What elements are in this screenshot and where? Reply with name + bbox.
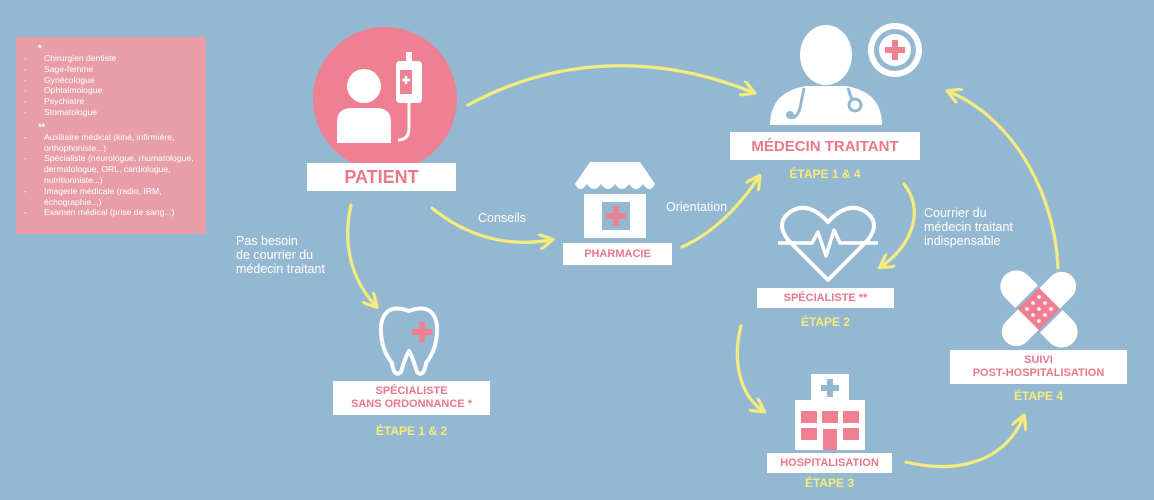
courrier-line: médecin traitant: [924, 220, 1013, 234]
suivi-line2: POST-HOSPITALISATION: [972, 367, 1105, 379]
suivi-label: SUIVI POST-HOSPITALISATION: [950, 350, 1127, 384]
arrow-patient-to-medecin: [466, 64, 752, 107]
doctor-icon: [770, 23, 922, 125]
legend-mark-double: **: [38, 121, 46, 132]
hospitalisation-etape: ÉTAPE 3: [804, 476, 855, 490]
legend-box: * Chirurgien dentiste Sage-femme Gynécol…: [16, 37, 206, 234]
medecin-etape: ÉTAPE 1 & 4: [789, 167, 861, 181]
edge-label-orientation: Orientation: [666, 200, 728, 214]
legend-item: Stomatologue: [24, 107, 198, 118]
specialiste-etape: ÉTAPE 2: [800, 315, 851, 329]
pas-besoin-line: Pas besoin: [236, 234, 298, 248]
arrow-patient-to-pharmacie: [430, 206, 550, 242]
edge-label-courrier: Courrier du médecin traitant indispensab…: [924, 206, 1013, 248]
arrow-specialiste-to-hospitalisation: [735, 324, 762, 410]
courrier-line: indispensable: [924, 234, 1001, 248]
legend-item: Chirurgien dentiste: [24, 53, 198, 64]
legend-item: Gynécologue: [24, 75, 198, 86]
suivi-line1: SUIVI: [1024, 354, 1053, 366]
arrow-pharmacie-to-medecin: [680, 178, 758, 249]
legend-item: Sage-femme: [24, 64, 198, 75]
legend-item: Imagerie médicale (radio, IRM, échograph…: [24, 186, 198, 208]
sans-ordonnance-etape: ÉTAPE 1 & 2: [375, 424, 448, 438]
legend-item: Ophtalmologue: [24, 85, 198, 96]
patient-iv-icon: [313, 27, 457, 171]
tooth-icon: [378, 306, 440, 376]
specialiste-label: SPÉCIALISTE **: [757, 288, 894, 308]
sans-ordonnance-line1: SPÉCIALISTE: [375, 385, 448, 397]
bandage-icon: [998, 268, 1080, 350]
heart-ecg-icon: [778, 205, 878, 282]
pharmacie-label: PHARMACIE: [563, 243, 672, 265]
legend-mark-single: *: [38, 43, 42, 53]
suivi-etape: ÉTAPE 4: [1013, 389, 1064, 403]
arrow-medecin-to-specialiste: [882, 182, 916, 266]
hospital-icon: [795, 374, 865, 450]
sans-ordonnance-label: SPÉCIALISTE SANS ORDONNANCE *: [333, 381, 490, 415]
legend-item: Spécialiste (neurologue, rhumatologue, d…: [24, 153, 198, 185]
medecin-traitant-label: MÉDECIN TRAITANT: [730, 132, 920, 160]
patient-label: PATIENT: [307, 163, 456, 191]
courrier-line: Courrier du: [924, 206, 987, 220]
legend-group-1: Chirurgien dentiste Sage-femme Gynécolog…: [24, 53, 198, 118]
hospitalisation-label: HOSPITALISATION: [767, 453, 892, 473]
pas-besoin-line: de courrier du: [236, 248, 314, 262]
legend-item: Psychiatre: [24, 96, 198, 107]
legend-item: Auxiliaire médical (kiné, infirmière, or…: [24, 132, 198, 154]
arrow-hospitalisation-to-suivi: [904, 418, 1023, 469]
edge-label-pas-besoin: Pas besoin de courrier du médecin traita…: [236, 234, 325, 276]
sans-ordonnance-line2: SANS ORDONNANCE *: [350, 398, 472, 410]
legend-item: Examen médical (prise de sang...): [24, 207, 198, 218]
pharmacy-store-icon: [575, 162, 655, 238]
pas-besoin-line: médecin traitant: [236, 262, 325, 276]
legend-group-2: Auxiliaire médical (kiné, infirmière, or…: [24, 132, 198, 218]
arrow-suivi-to-medecin: [950, 92, 1060, 270]
arrow-patient-to-sans-ordonnance: [346, 203, 375, 305]
edge-label-conseils: Conseils: [478, 211, 526, 225]
